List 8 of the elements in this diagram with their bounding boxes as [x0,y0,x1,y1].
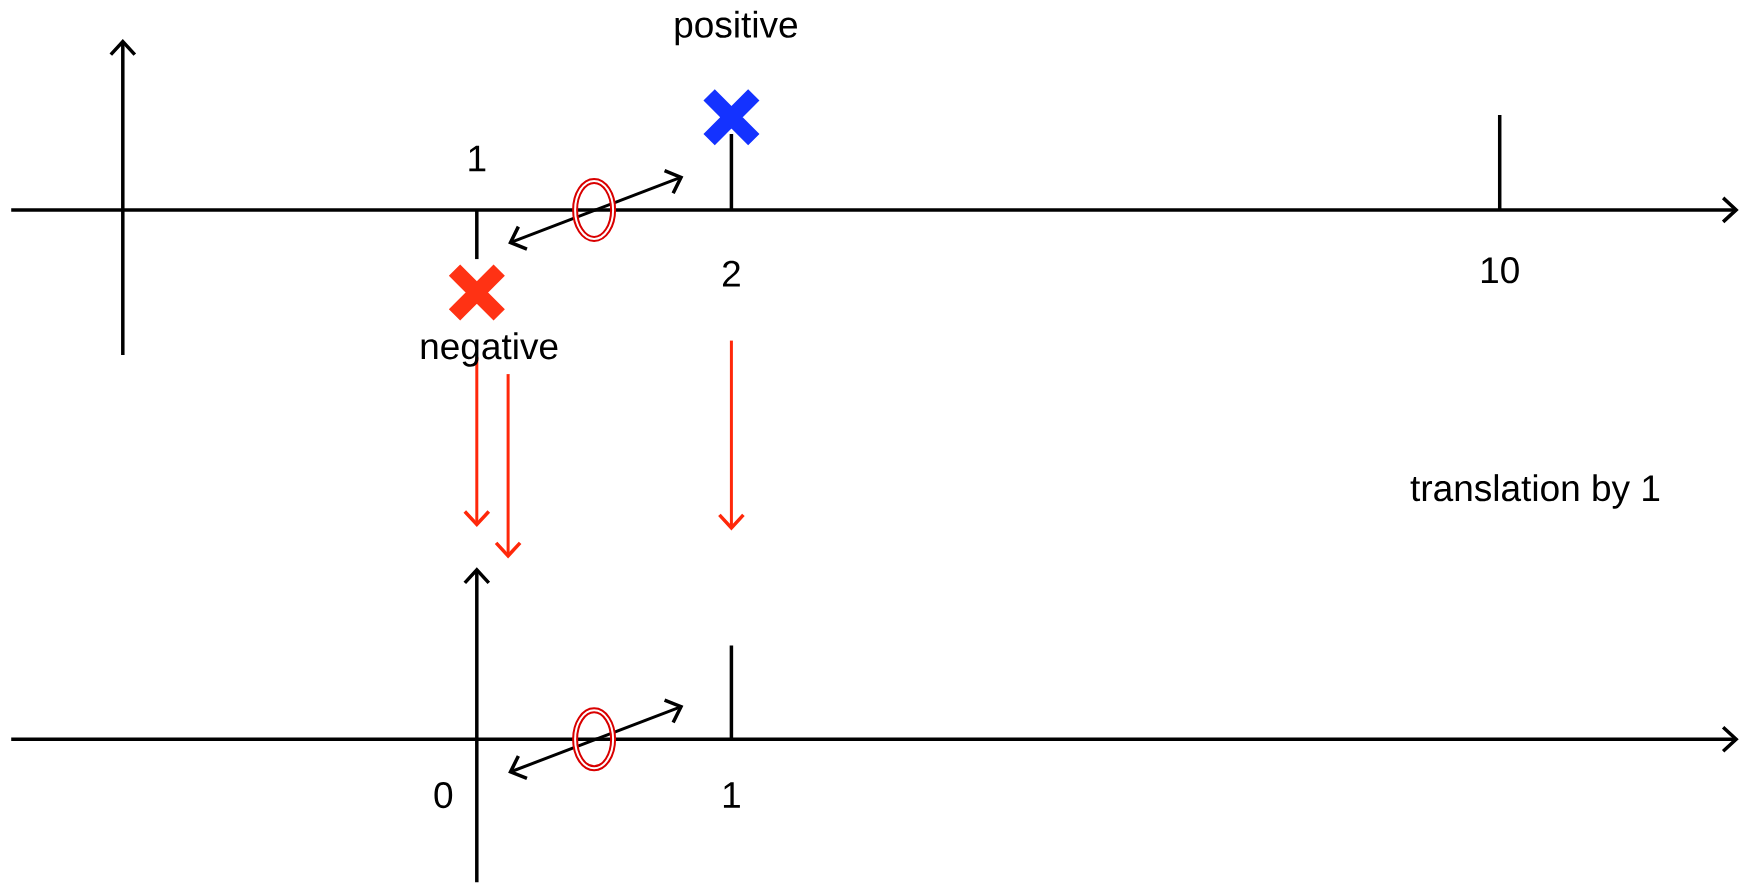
tick-label: 0 [434,782,453,809]
note-text: translation by 1 [1410,474,1660,509]
marker-label: positive [675,10,797,46]
tick-label: 1 [723,782,740,808]
marker-label: negative [421,332,558,367]
tick-label: 10 [1481,257,1519,284]
tick-label: 1 [469,145,486,172]
tick-label: 2 [723,260,740,287]
